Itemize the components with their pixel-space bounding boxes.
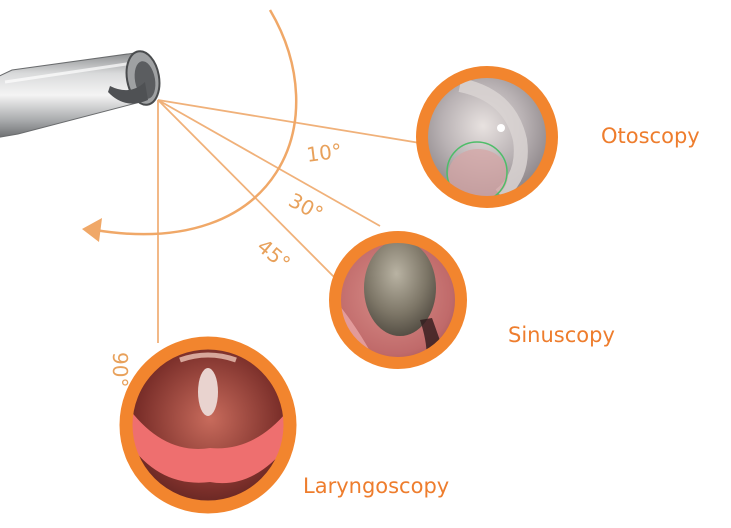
rotation-arrow-head-icon xyxy=(82,218,102,242)
otoscopy-view xyxy=(420,70,560,210)
laryngoscopy-view xyxy=(125,342,295,512)
sinuscopy-view xyxy=(330,232,470,372)
laryngoscopy-label: Laryngoscopy xyxy=(303,474,449,498)
endoscope-tip-illustration xyxy=(0,49,163,138)
ray-45 xyxy=(158,100,340,283)
angle-label-90: 90° xyxy=(108,352,132,387)
otoscopy-label: Otoscopy xyxy=(601,124,700,148)
angle-label-10: 10° xyxy=(305,139,343,167)
sinuscopy-label: Sinuscopy xyxy=(508,323,615,347)
